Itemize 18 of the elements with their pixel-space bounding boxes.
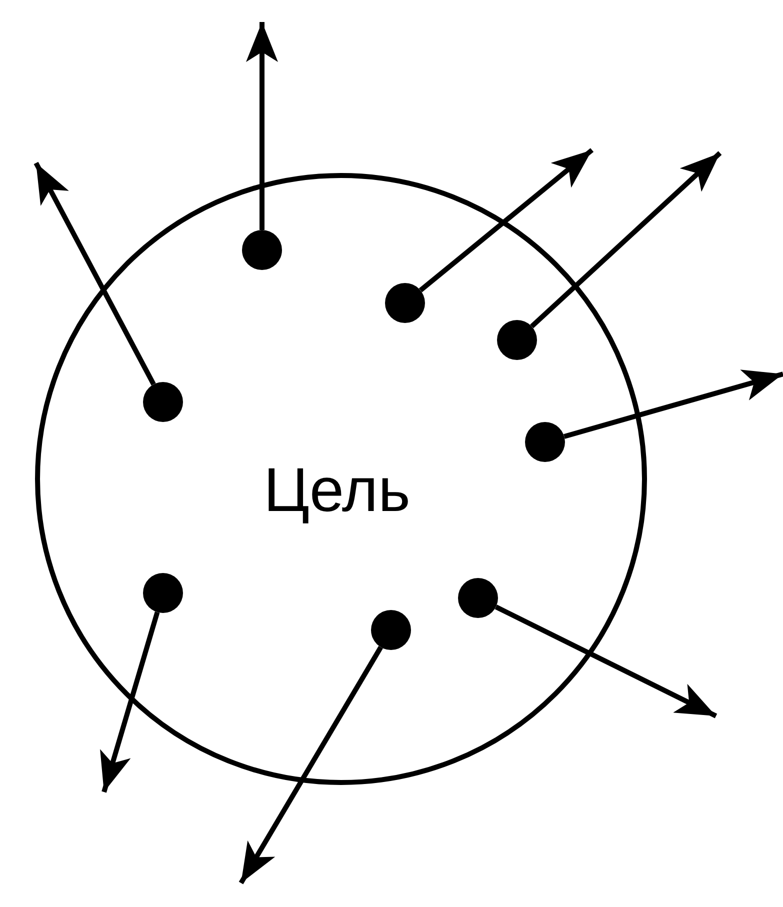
point-dot [371, 610, 411, 650]
arrow [494, 604, 718, 718]
arrow [418, 148, 594, 292]
arrow [530, 151, 722, 328]
arrow [564, 370, 783, 439]
arrow [238, 646, 383, 884]
point-dot [143, 382, 183, 422]
point-dot [385, 283, 425, 323]
point-dot [458, 578, 498, 618]
arrow [246, 22, 278, 230]
arrow [100, 611, 160, 793]
node-label: Цель [264, 460, 410, 522]
point-dot [143, 573, 183, 613]
point-dot [497, 320, 537, 360]
arrow [34, 162, 156, 386]
point-dot [525, 422, 565, 462]
point-dot [242, 230, 282, 270]
target-circle [35, 173, 647, 785]
